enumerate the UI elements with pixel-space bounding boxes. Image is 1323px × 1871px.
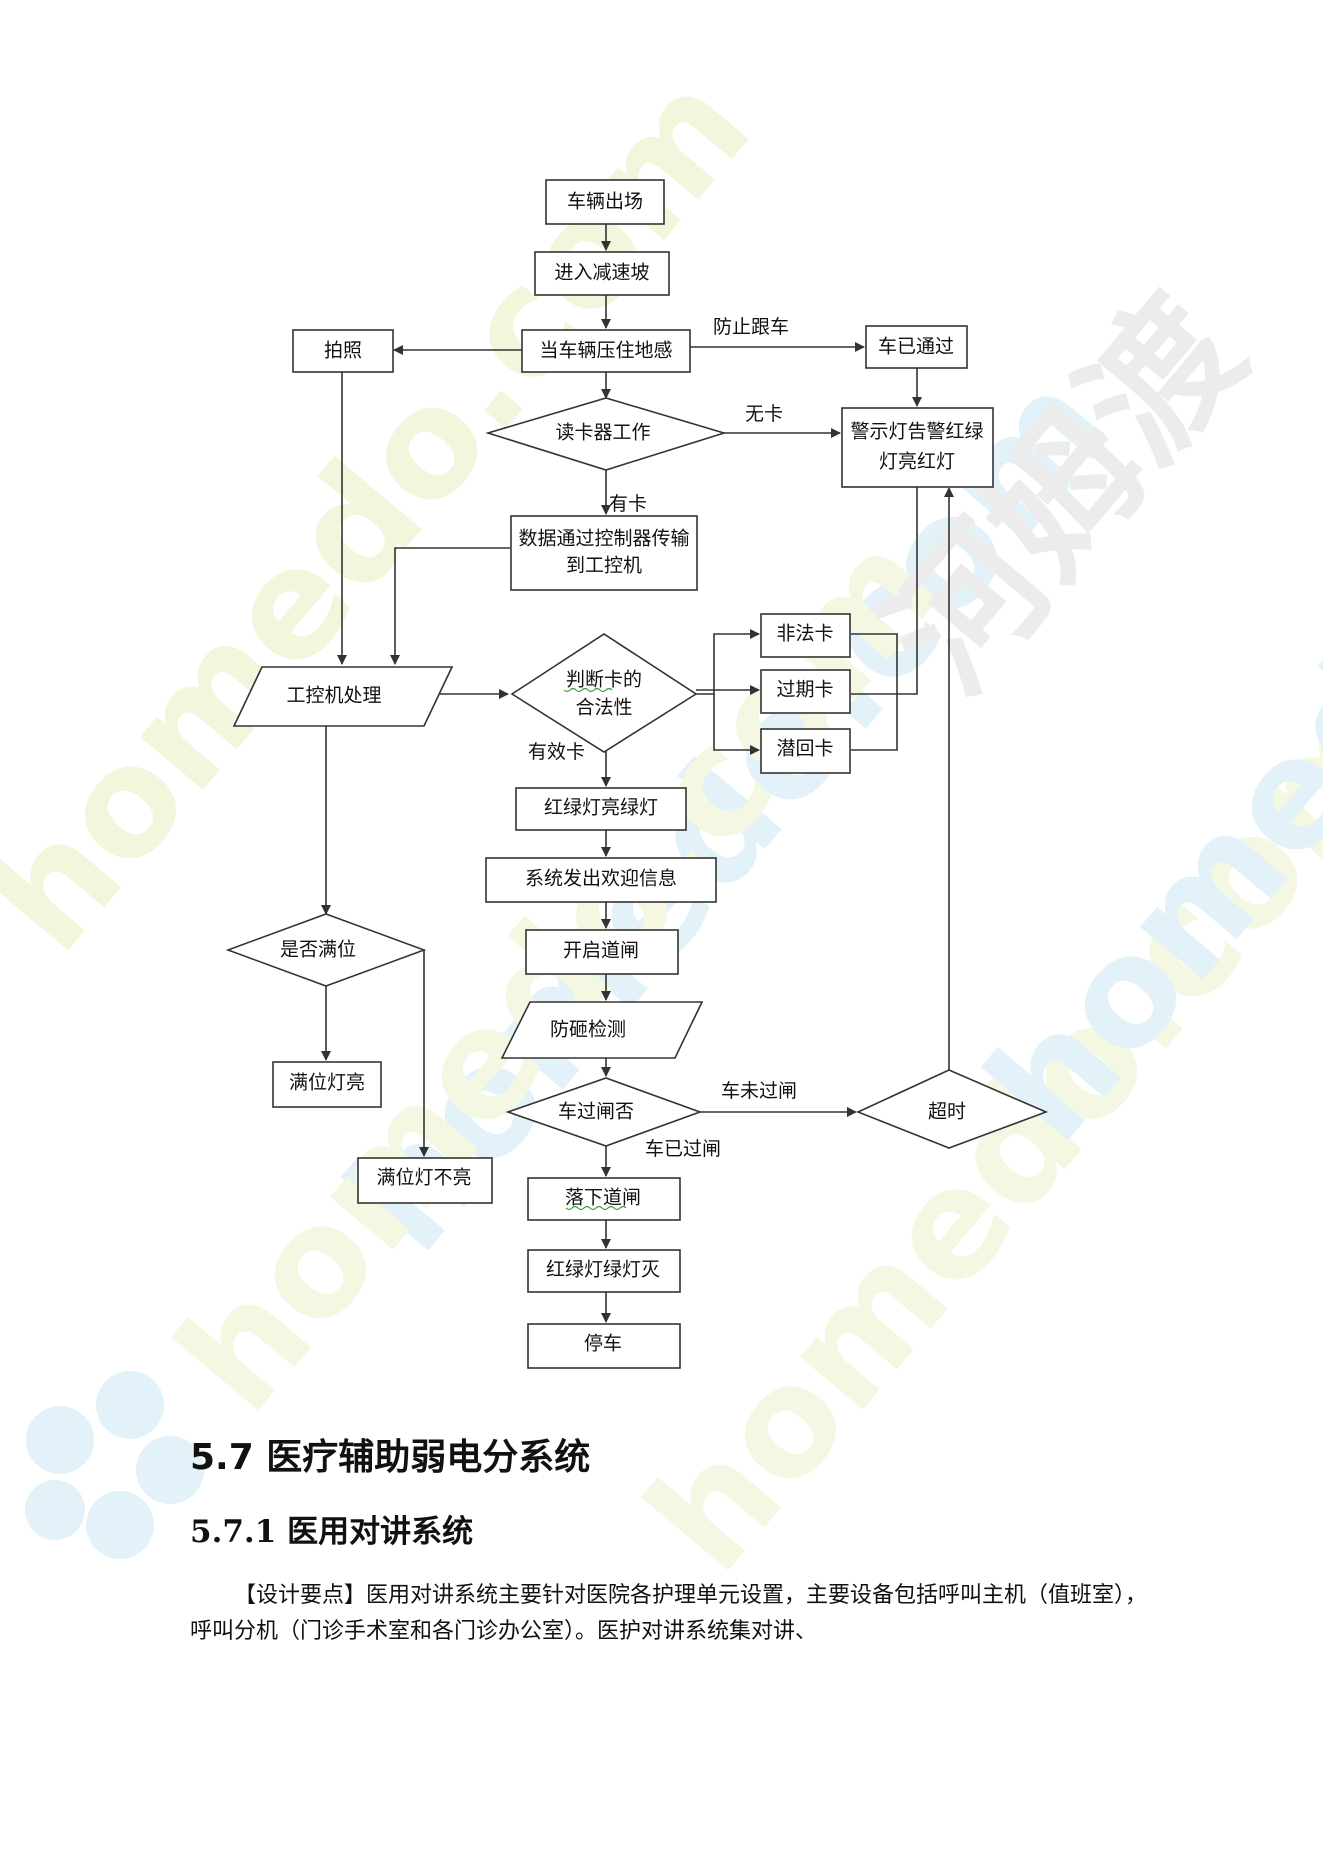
edge-judge-passback [713,694,760,755]
node-transmit: 数据通过控制器传输 到工控机 [510,515,698,591]
label-no-card: 无卡 [745,403,783,425]
node-illegal: 非法卡 [760,613,851,658]
edge-cards-alarm-up [851,453,922,695]
node-drop-gate: 落下道闸 [527,1177,681,1221]
node-ramp: 进入减速坡 [534,251,670,296]
node-expired-label: 过期卡 [776,679,833,701]
node-ipc-label: 工控机处理 [286,685,381,707]
node-judge-label-2: 合法性 [575,697,632,719]
node-full-on-label: 满位灯亮 [289,1072,365,1094]
node-green-on: 红绿灯亮绿灯 [515,787,687,831]
node-car-through: 车过闸否 [505,1077,703,1147]
label-valid-card: 有效卡 [528,741,585,763]
node-exit: 车辆出场 [545,179,665,225]
node-full-on: 满位灯亮 [272,1061,382,1108]
node-passed-label: 车已通过 [878,336,954,358]
node-car-through-label: 车过闸否 [558,1101,634,1123]
parking-exit-flowchart: 防止跟车 无卡 有卡 有效卡 车未过闸 车已过闸 车辆出场 进入减速坡 当车辆压… [225,179,1049,1369]
node-open-gate: 开启道闸 [525,929,679,975]
node-photo-label: 拍照 [324,340,362,362]
node-transmit-label-1: 数据通过控制器传输 [518,528,689,550]
node-drop-gate-label: 落下道闸 [565,1187,641,1209]
node-judge-label-1: 判断卡的 [566,669,642,691]
node-stop-label: 停车 [584,1333,622,1355]
flowchart-edge-labels: 防止跟车 无卡 有卡 有效卡 车未过闸 车已过闸 [528,316,797,1160]
edge-transmit-ipc [390,547,510,665]
body-paragraph: 【设计要点】医用对讲系统主要针对医院各护理单元设置，主要设备包括呼叫主机（值班室… [190,1583,1148,1644]
node-full-off-label: 满位灯不亮 [376,1167,471,1189]
node-anti-smash-label: 防砸检测 [550,1019,626,1041]
node-passed: 车已通过 [865,325,968,369]
node-full-check: 是否满位 [225,913,427,987]
edge-judge-illegal [696,629,760,695]
node-green-off: 红绿灯绿灯灭 [527,1249,681,1293]
node-full-off: 满位灯不亮 [357,1157,493,1204]
node-illegal-label: 非法卡 [776,623,833,645]
node-pressure: 当车辆压住地感 [521,329,691,373]
node-alarm: 警示灯告警红绿 灯亮红灯 [841,407,994,488]
label-through: 车已过闸 [645,1138,721,1160]
node-green-on-label: 红绿灯亮绿灯 [544,797,658,819]
node-judge: 判断卡的 合法性 [510,633,698,753]
node-exit-label: 车辆出场 [567,191,643,213]
node-alarm-label-1: 警示灯告警红绿 [850,421,983,443]
node-photo: 拍照 [292,329,394,373]
spellcheck-underline [563,687,613,693]
node-welcome-label: 系统发出欢迎信息 [525,868,677,890]
node-transmit-label-2: 到工控机 [566,555,642,577]
node-timeout: 超时 [855,1069,1049,1149]
label-has-card: 有卡 [609,493,647,515]
node-green-off-label: 红绿灯绿灯灭 [546,1259,660,1281]
node-timeout-label: 超时 [928,1101,966,1123]
node-anti-smash: 防砸检测 [500,1001,704,1059]
node-reader-label: 读卡器工作 [555,422,650,444]
label-anti-tailgate: 防止跟车 [713,316,789,338]
node-passback-label: 潜回卡 [776,738,833,760]
node-stop: 停车 [527,1323,681,1369]
node-ramp-label: 进入减速坡 [554,262,649,284]
node-reader: 读卡器工作 [485,397,727,471]
section-heading: 5.7 医疗辅助弱电分系统 [190,1437,591,1478]
flowchart-edges [321,224,954,1323]
node-passback: 潜回卡 [760,728,851,774]
node-welcome: 系统发出欢迎信息 [485,857,717,903]
label-not-through: 车未过闸 [721,1080,797,1102]
subsection-heading: 5.7.1 医用对讲系统 [190,1514,474,1550]
node-full-check-label: 是否满位 [280,939,356,961]
node-pressure-label: 当车辆压住地感 [539,340,672,362]
edge-cards-alarm [851,633,898,751]
node-alarm-label-2: 灯亮红灯 [879,451,955,473]
node-ipc: 工控机处理 [232,666,454,727]
node-expired: 过期卡 [760,669,851,714]
spellcheck-underline [565,1205,627,1211]
node-open-gate-label: 开启道闸 [563,940,639,962]
